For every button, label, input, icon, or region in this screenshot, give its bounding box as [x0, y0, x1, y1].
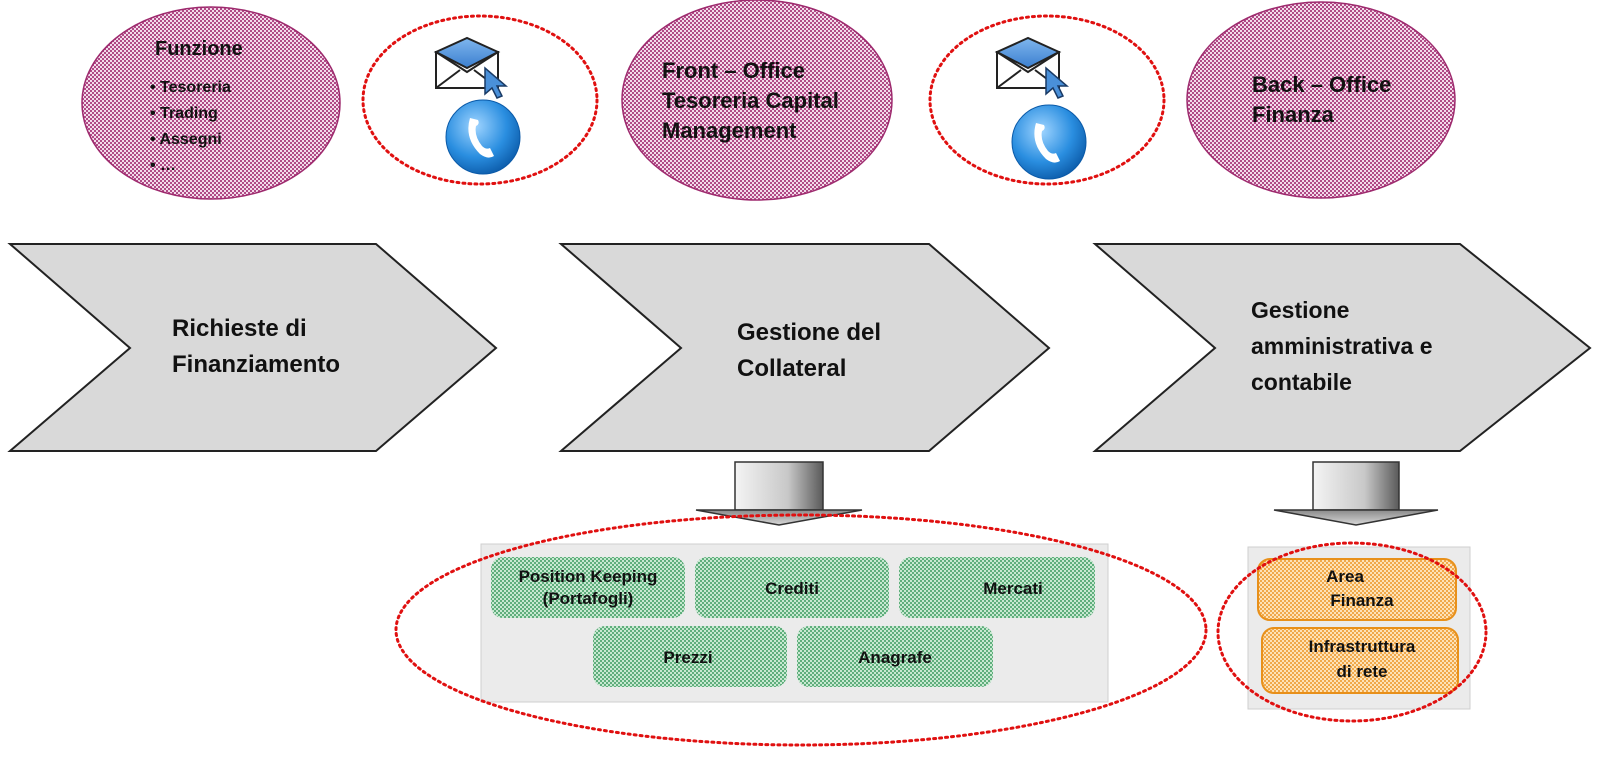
- contact-channel-2: [928, 14, 1166, 186]
- funzione-item-trading: • Trading: [150, 105, 218, 122]
- phone-icon: [1011, 104, 1087, 180]
- module-area-finanza-line-2: Finanza: [1330, 591, 1394, 610]
- collateral-modules-panel: Position Keeping (Portafogli) Crediti Me…: [480, 543, 1109, 703]
- front-office-ellipse: Front – Office Tesoreria Capital Managem…: [621, 0, 893, 201]
- back-office-line-2: Finanza: [1252, 102, 1335, 127]
- module-infrastruttura-line-1: Infrastruttura: [1309, 637, 1416, 656]
- contact-channel-1: [361, 14, 599, 186]
- module-mercati-label: Mercati: [983, 579, 1043, 598]
- module-position-keeping: Position Keeping (Portafogli): [491, 557, 685, 618]
- funzione-item-assegni: • Assegni: [150, 131, 222, 148]
- process-step-1: Richieste di Finanziamento: [7, 243, 498, 452]
- front-office-line-2: Tesoreria Capital: [662, 88, 839, 113]
- funzione-item-more: • …: [150, 157, 176, 174]
- module-area-finanza-line-1: Area: [1326, 567, 1364, 586]
- down-arrow-admin: [1273, 461, 1439, 526]
- process-step-3: Gestione amministrativa e contabile: [1092, 243, 1592, 452]
- funzione-item-tesoreria: • Tesoreria: [150, 79, 231, 96]
- module-crediti: Crediti: [695, 557, 889, 618]
- module-infrastruttura-line-2: di rete: [1336, 662, 1387, 681]
- collateral-highlight-ellipse: [394, 513, 1208, 747]
- cursor-icon: [484, 66, 509, 99]
- cursor-icon: [1045, 66, 1070, 99]
- module-crediti-label: Crediti: [765, 579, 819, 598]
- process-step-1-line-1: Richieste di: [172, 315, 307, 342]
- front-office-line-1: Front – Office: [662, 58, 805, 83]
- process-step-2-line-1: Gestione del: [737, 319, 881, 346]
- module-infrastruttura: Infrastruttura di rete: [1261, 627, 1459, 694]
- funzione-title: Funzione: [155, 38, 243, 60]
- process-step-3-line-1: Gestione: [1251, 297, 1349, 323]
- module-anagrafe: Anagrafe: [797, 626, 993, 687]
- front-office-line-3: Management: [662, 118, 797, 143]
- process-step-2-line-2: Collateral: [737, 355, 846, 382]
- process-step-3-line-2: amministrativa e: [1251, 333, 1433, 359]
- module-position-keeping-line-1: Position Keeping: [519, 567, 658, 586]
- admin-modules-panel: Area Finanza Infrastruttura di rete: [1247, 546, 1471, 710]
- phone-icon: [445, 99, 521, 175]
- module-prezzi: Prezzi: [593, 626, 787, 687]
- process-step-2: Gestione del Collateral: [558, 243, 1051, 452]
- admin-highlight-ellipse: [1216, 541, 1488, 723]
- module-position-keeping-line-2: (Portafogli): [543, 589, 634, 608]
- process-step-1-line-2: Finanziamento: [172, 351, 340, 378]
- funzione-ellipse: Funzione • Tesoreria • Trading • Assegni…: [81, 6, 341, 200]
- back-office-ellipse: Back – Office Finanza: [1186, 1, 1456, 199]
- process-step-3-line-3: contabile: [1251, 369, 1352, 395]
- module-mercati: Mercati: [899, 557, 1095, 618]
- module-anagrafe-label: Anagrafe: [858, 648, 932, 667]
- module-prezzi-label: Prezzi: [663, 648, 712, 667]
- back-office-line-1: Back – Office: [1252, 72, 1391, 97]
- module-area-finanza: Area Finanza: [1257, 558, 1457, 621]
- down-arrow-collateral: [695, 461, 863, 526]
